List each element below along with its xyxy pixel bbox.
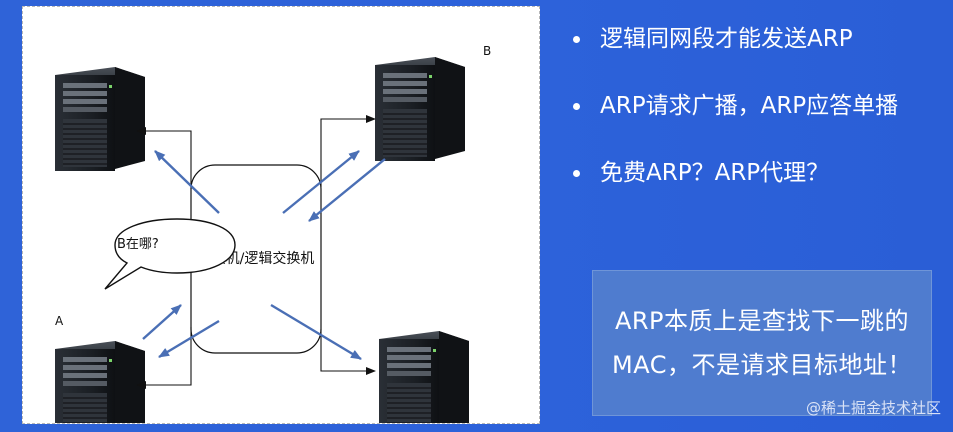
bubble-text: B在哪? [117,237,159,252]
callout-line-1: ARP本质上是查找下一跳的 [614,307,910,335]
link-switch-to-a [136,327,192,389]
server-a-label: A [55,314,64,328]
flow-arrow-to-top-left [154,150,220,214]
flow-arrow-from-a [142,304,182,340]
bullet-item: ARP请求广播，ARP应答单播 [570,91,950,121]
server-bottom-right-icon [378,330,470,423]
watermark: @稀土掘金技术社区 [805,399,941,417]
callout-text: ARP本质上是查找下一跳的 MAC，不是请求目标地址！ [612,299,912,387]
callout-box: ARP本质上是查找下一跳的 MAC，不是请求目标地址！ [592,270,932,416]
server-top-left-icon [54,66,146,172]
flow-arrow-to-b [282,150,360,214]
server-b-icon [374,56,466,162]
server-a-icon [54,340,146,423]
callout-line-2: MAC，不是请求目标地址！ [612,351,912,379]
bullet-item: 逻辑同网段才能发送ARP [570,24,950,54]
bullet-list: 逻辑同网段才能发送ARP ARP请求广播，ARP应答单播 免费ARP？ARP代理… [570,24,950,225]
link-switch-to-b [320,115,376,187]
flow-arrow-reply-from-b [308,158,386,222]
flow-arrow-to-a [158,319,220,359]
server-b-label: B [483,44,491,58]
bullet-item: 免费ARP？ARP代理？ [570,158,950,188]
network-diagram: 交换机/逻辑交换机 B在哪? B A [22,6,540,424]
link-switch-to-bottom-right [320,329,376,375]
flow-arrow-to-bottom-right [270,303,362,361]
link-switch-to-top-left [136,127,192,189]
speech-bubble [104,218,236,290]
